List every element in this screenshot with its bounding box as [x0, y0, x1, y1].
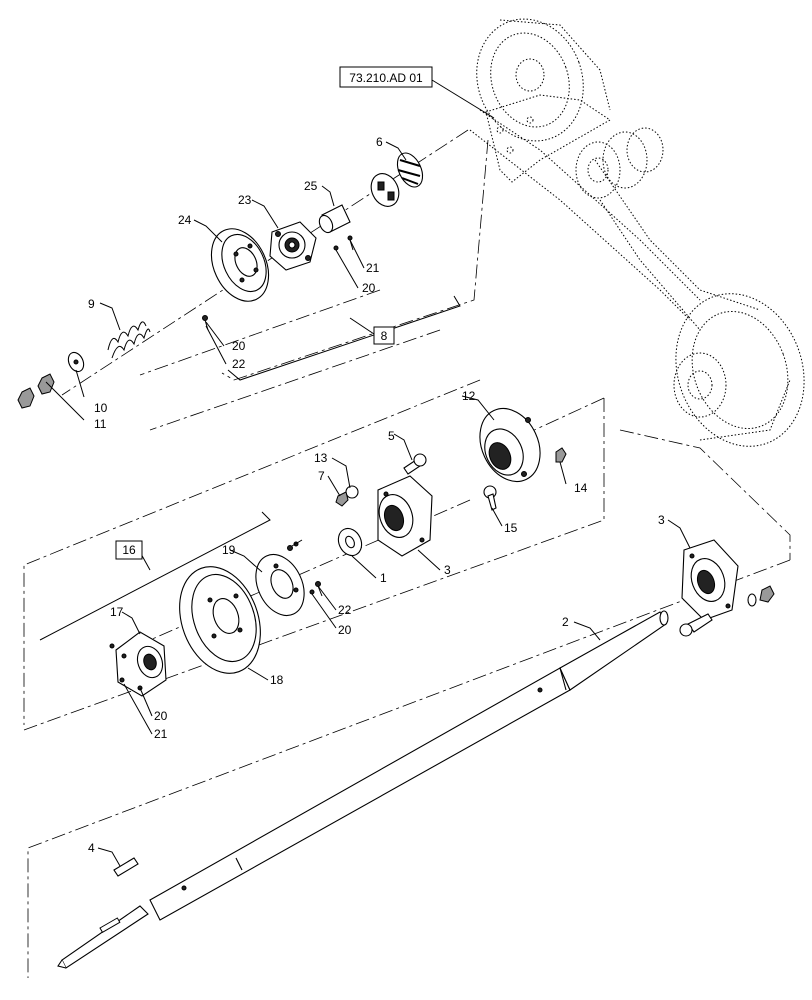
part-10-washer [67, 351, 85, 373]
leader-lines [45, 141, 691, 867]
reference-callout: 73.210.AD 01 [339, 66, 495, 119]
callout-11: 11 [94, 417, 107, 431]
callout-13: 13 [314, 451, 328, 465]
callout-7: 7 [318, 469, 325, 483]
part-9-spring [107, 321, 151, 359]
callout-3-right: 3 [658, 513, 665, 527]
part-5-bolt [403, 453, 427, 475]
group-box-16: 16 [122, 543, 136, 557]
callout-21-upper: 21 [366, 261, 380, 275]
callout-12: 12 [462, 389, 476, 403]
part-19-flange-plate [255, 553, 305, 617]
callout-18: 18 [270, 673, 284, 687]
callout-1: 1 [380, 571, 387, 585]
callout-25: 25 [304, 179, 318, 193]
callout-24: 24 [178, 213, 192, 227]
bolts-upper [202, 235, 354, 331]
callout-22-upper: 22 [232, 357, 246, 371]
callout-20-upper: 20 [362, 281, 376, 295]
reference-box-label: 73.210.AD 01 [349, 71, 423, 85]
part-17-hub [109, 631, 167, 697]
part-18-pulley [179, 566, 261, 674]
part-12-bearing-housing [479, 408, 541, 482]
part-24-pulley [210, 228, 270, 302]
callout-5: 5 [388, 429, 395, 443]
callout-19: 19 [222, 543, 236, 557]
callout-6: 6 [376, 135, 383, 149]
belt-drive-assembly [469, 18, 805, 447]
callout-15: 15 [504, 521, 518, 535]
group-box-8: 8 [381, 329, 388, 343]
part-23-flange-bearing [269, 221, 317, 271]
part-14-nut [555, 447, 567, 463]
callout-4: 4 [88, 841, 95, 855]
part-2-shaft [57, 610, 669, 969]
callout-17: 17 [110, 605, 124, 619]
callout-20-middle: 20 [338, 623, 352, 637]
callout-2: 2 [562, 615, 569, 629]
callout-labels: 6 25 23 24 9 10 11 21 20 20 22 12 5 14 1… [88, 135, 665, 855]
part-3-flange-bearing-middle [377, 475, 433, 557]
parts-13-7-nut-washer [335, 485, 359, 507]
part-1-washer [337, 527, 363, 557]
callout-20-lower: 20 [154, 709, 168, 723]
callout-22-middle: 22 [338, 603, 352, 617]
part-25-sleeve [318, 204, 351, 234]
bolts-middle [287, 539, 323, 597]
callout-20-upper-left: 20 [232, 339, 246, 353]
part-15-bolt [483, 485, 497, 511]
callout-10: 10 [94, 401, 108, 415]
part-6-coupling [370, 152, 424, 207]
group-8-indicator: 8 [227, 295, 461, 381]
callout-3-middle: 3 [444, 563, 451, 577]
part-11-nut [17, 373, 55, 409]
callout-9: 9 [88, 297, 95, 311]
group-16-indicator: 16 [39, 511, 271, 641]
callout-23: 23 [238, 193, 252, 207]
part-3-flange-bearing-right [679, 539, 775, 637]
part-4-key [113, 857, 139, 877]
callout-14: 14 [574, 481, 588, 495]
callout-21-lower: 21 [154, 727, 168, 741]
